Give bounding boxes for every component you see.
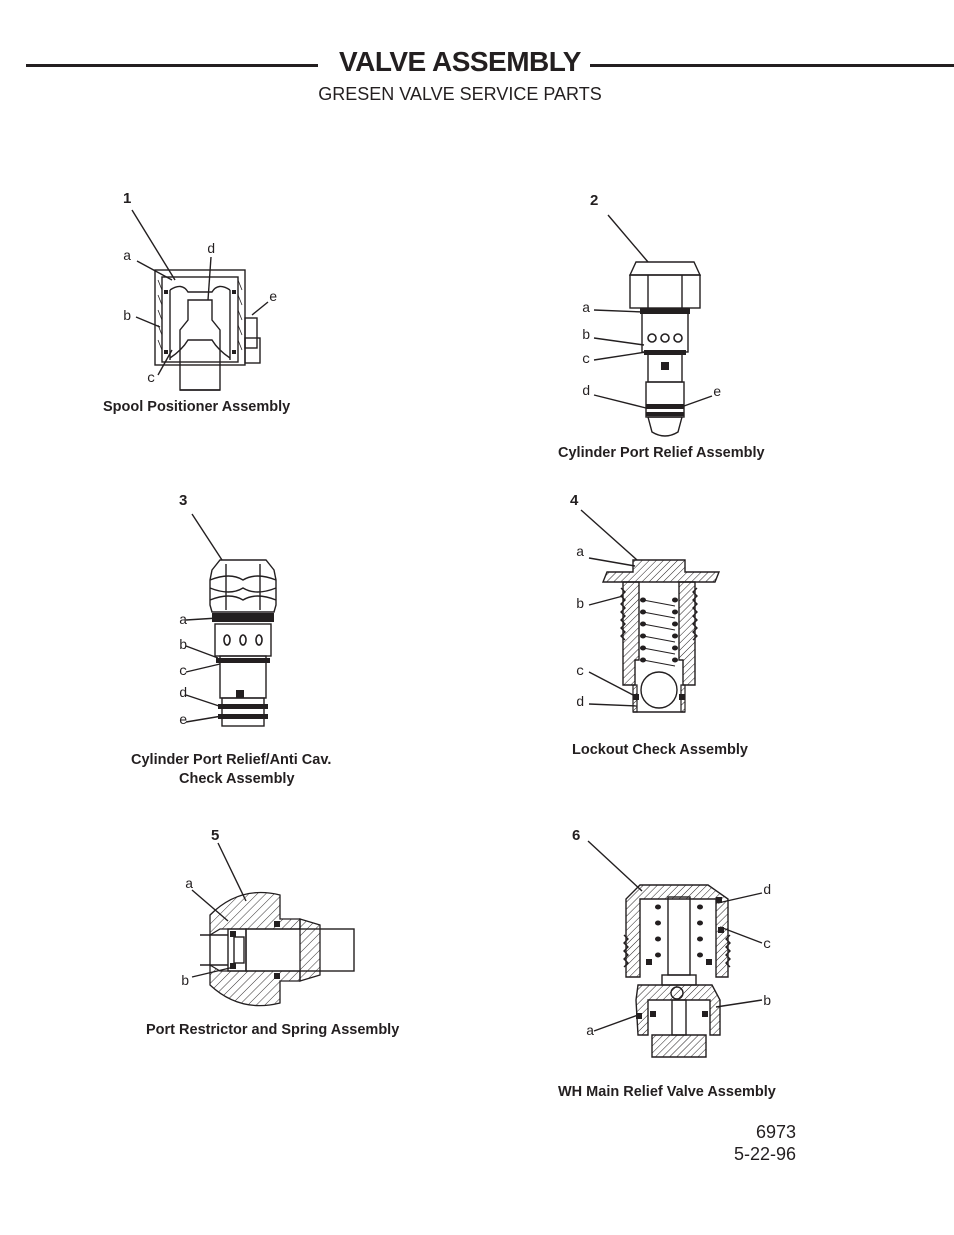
figure-3-caption-line1: Cylinder Port Relief/Anti Cav. [131, 752, 332, 768]
page-subtitle: GRESEN VALVE SERVICE PARTS [318, 84, 602, 104]
figure-3-caption-line2: Check Assembly [179, 771, 295, 787]
figure-2-label-e: e [713, 385, 722, 401]
figure-5-caption: Port Restrictor and Spring Assembly [146, 1022, 400, 1038]
figure-3-number: 3 [179, 492, 188, 509]
figure-5-label-a: a [185, 877, 194, 893]
figure-6-label-b: b [763, 994, 772, 1010]
figure-2-number: 2 [590, 192, 599, 209]
figure-4-label-c: c [576, 664, 585, 680]
figure-6-drawing [587, 840, 763, 1058]
figure-1-label-a: a [123, 249, 132, 265]
figure-6-number: 6 [572, 827, 581, 844]
figure-5-drawing [191, 842, 355, 1007]
figure-3-label-b: b [179, 638, 188, 654]
figure-3-label-c: c [179, 664, 188, 680]
figure-1-label-b: b [123, 309, 132, 325]
figure-6-label-a: a [586, 1024, 595, 1040]
figure-6-caption: WH Main Relief Valve Assembly [558, 1084, 776, 1100]
figure-6-label-d: d [763, 883, 772, 899]
figure-1-caption: Spool Positioner Assembly [103, 399, 291, 415]
figure-2-caption: Cylinder Port Relief Assembly [558, 445, 765, 461]
figure-5-label-b: b [181, 974, 190, 990]
figure-2-label-c: c [582, 352, 591, 368]
figure-3-label-d: d [179, 686, 188, 702]
figure-3-drawing [185, 513, 277, 727]
figure-2-drawing [593, 214, 713, 437]
figure-4-label-d: d [576, 695, 585, 711]
document-date: 5-22-96 [733, 1144, 796, 1164]
figure-6-label-c: c [763, 937, 772, 953]
figure-4-number: 4 [570, 492, 579, 509]
title-rule-left [26, 64, 318, 67]
figure-1-label-c: c [147, 371, 156, 387]
figure-4-caption: Lockout Check Assembly [572, 742, 748, 758]
figure-1-number: 1 [123, 190, 132, 207]
figure-2-label-a: a [582, 301, 591, 317]
figure-2-label-d: d [582, 384, 591, 400]
figure-5-number: 5 [211, 827, 220, 844]
figure-1-label-d: d [207, 242, 216, 258]
figure-1-drawing [131, 209, 269, 391]
document-number: 6973 [755, 1122, 796, 1142]
figure-2-label-b: b [582, 328, 591, 344]
figure-4-label-b: b [576, 597, 585, 613]
figure-4-drawing [580, 509, 721, 713]
figure-4-label-a: a [576, 545, 585, 561]
figure-3-label-a: a [179, 613, 188, 629]
title-rule-right [590, 64, 954, 67]
figure-3-label-e: e [179, 713, 188, 729]
page-title: VALVE ASSEMBLY [339, 46, 581, 77]
figure-1-label-e: e [269, 290, 278, 306]
